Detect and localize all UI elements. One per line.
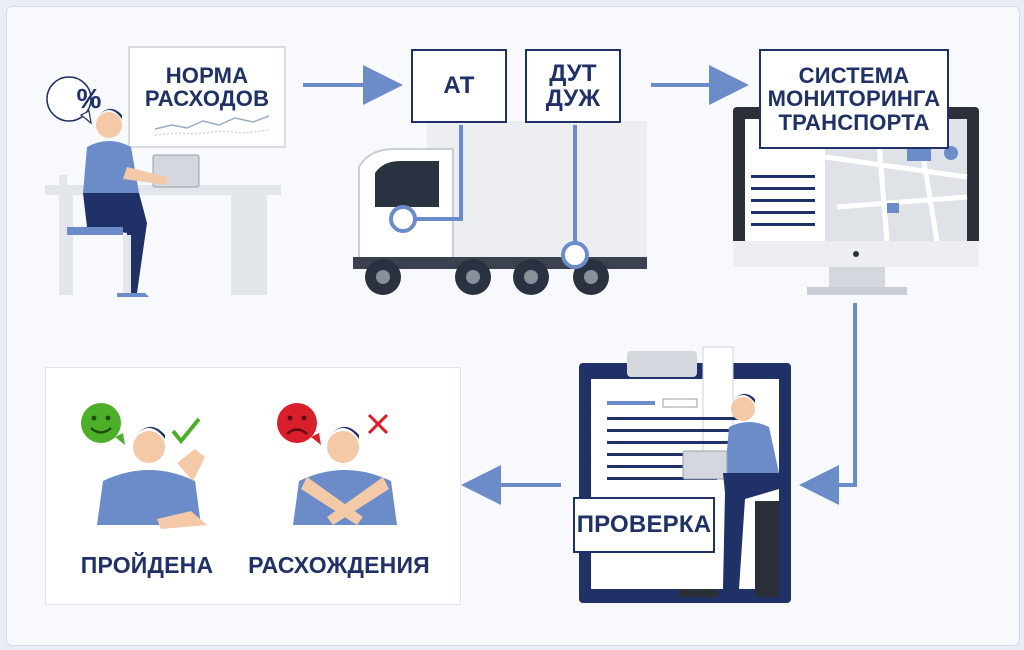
results-illustration xyxy=(81,403,397,529)
dut-sensor-icon xyxy=(561,241,589,269)
check-label: ПРОВЕРКА xyxy=(576,511,712,539)
desk-icon xyxy=(45,185,281,195)
calculator-icon xyxy=(755,501,779,597)
monitoring-line2: МОНИТОРИНГА xyxy=(767,86,941,112)
duzh-label: ДУЖ xyxy=(545,85,601,112)
truck-cargo-box xyxy=(427,121,647,269)
smile-face-icon xyxy=(81,403,121,443)
chair-icon xyxy=(67,227,123,235)
person-head-icon xyxy=(96,112,122,138)
diagram-illustration xyxy=(45,46,979,603)
monitoring-system-label-box: СИСТЕМА МОНИТОРИНГА ТРАНСПОРТА xyxy=(759,49,949,149)
monitoring-line3: ТРАНСПОРТА xyxy=(778,109,930,135)
chart-board-line-icon xyxy=(154,115,270,130)
at-label: АТ xyxy=(443,72,475,100)
truck-illustration xyxy=(353,121,647,295)
cross-icon xyxy=(367,413,389,435)
checkmark-icon xyxy=(171,417,201,445)
at-label-box: АТ xyxy=(411,49,507,123)
monitoring-line1: СИСТЕМА xyxy=(798,63,910,89)
discrepancies-person-illustration xyxy=(277,403,397,525)
check-label-box: ПРОВЕРКА xyxy=(573,497,715,553)
arrow-to-check-icon xyxy=(799,303,857,505)
percent-bubble-icon xyxy=(46,76,92,122)
passed-person-illustration xyxy=(81,403,207,529)
analyst-at-desk-illustration xyxy=(45,46,286,297)
percent-symbol: % xyxy=(76,83,102,115)
diagram-frame: % НОРМА РАСХОДОВ АТ ДУТ ДУЖ СИСТЕМА МОНИ… xyxy=(6,6,1020,646)
passed-label: ПРОЙДЕНА xyxy=(80,551,214,578)
discrepancies-label: РАСХОЖДЕНИЯ xyxy=(248,551,430,578)
at-sensor-icon xyxy=(389,205,417,233)
consumption-norm-label: НОРМА РАСХОДОВ xyxy=(144,62,270,111)
dut-duzh-label-box: ДУТ ДУЖ xyxy=(525,49,621,123)
chart-board xyxy=(128,46,286,148)
dut-label: ДУТ xyxy=(549,59,597,87)
